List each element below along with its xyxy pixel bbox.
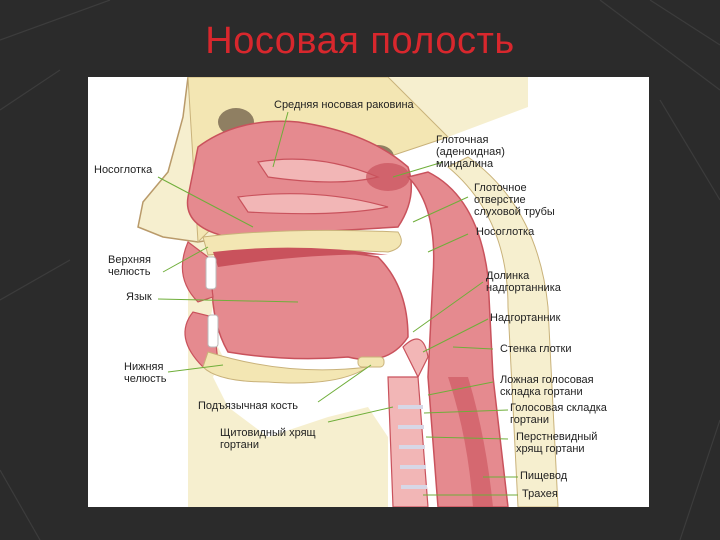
larynx — [387, 376, 429, 507]
label-epiglottis: Надгортанник — [490, 312, 561, 324]
lower-teeth — [207, 314, 219, 348]
trachea-rings — [398, 405, 427, 489]
epiglottis-shape — [402, 338, 429, 379]
upper-teeth — [205, 256, 217, 290]
anatomy-illustration — [137, 77, 559, 507]
pharynx — [406, 171, 509, 507]
label-vocal-fold: Голосовая складка гортани — [510, 402, 607, 426]
label-tongue: Язык — [126, 291, 152, 303]
label-false-vocal-fold: Ложная голосовая складка гортани — [500, 374, 594, 398]
mandible — [202, 351, 369, 384]
pharynx-posterior-wall — [447, 156, 559, 507]
hyoid-shape — [357, 356, 385, 368]
slide-title: Носовая полость — [205, 20, 515, 62]
tongue-shape — [211, 249, 409, 361]
label-eustachian-opening: Глоточное отверстие слуховой трубы — [474, 182, 555, 218]
label-nasopharynx-right: Носоглотка — [476, 226, 535, 238]
label-hyoid: Подъязычная кость — [198, 400, 298, 412]
label-esophagus: Пищевод — [520, 470, 568, 482]
label-upper-jaw: Верхняя челюсть — [108, 254, 151, 278]
anatomy-diagram: Средняя носовая раковина Глоточная (аден… — [88, 77, 649, 507]
label-cricoid: Перстневидный хрящ гортани — [516, 431, 598, 455]
adenoid-shape — [366, 163, 410, 191]
label-nasopharynx-left: Носоглотка — [94, 164, 153, 176]
label-trachea: Трахея — [522, 488, 558, 500]
label-vallecula: Долинка надгортанника — [486, 270, 561, 294]
label-pharyngeal-tonsil: Глоточная (аденоидная) миндалина — [436, 134, 505, 170]
leader-lines — [157, 111, 518, 496]
label-lower-jaw: Нижняя челюсть — [124, 361, 167, 385]
oral-cavity — [213, 247, 388, 267]
label-middle-concha: Средняя носовая раковина — [274, 99, 414, 111]
inferior-concha-shape — [236, 193, 389, 215]
label-thyroid-cartilage: Щитовидный хрящ гортани — [220, 427, 316, 451]
label-pharynx-wall: Стенка глотки — [500, 343, 572, 355]
esophagus-shape — [448, 377, 493, 507]
